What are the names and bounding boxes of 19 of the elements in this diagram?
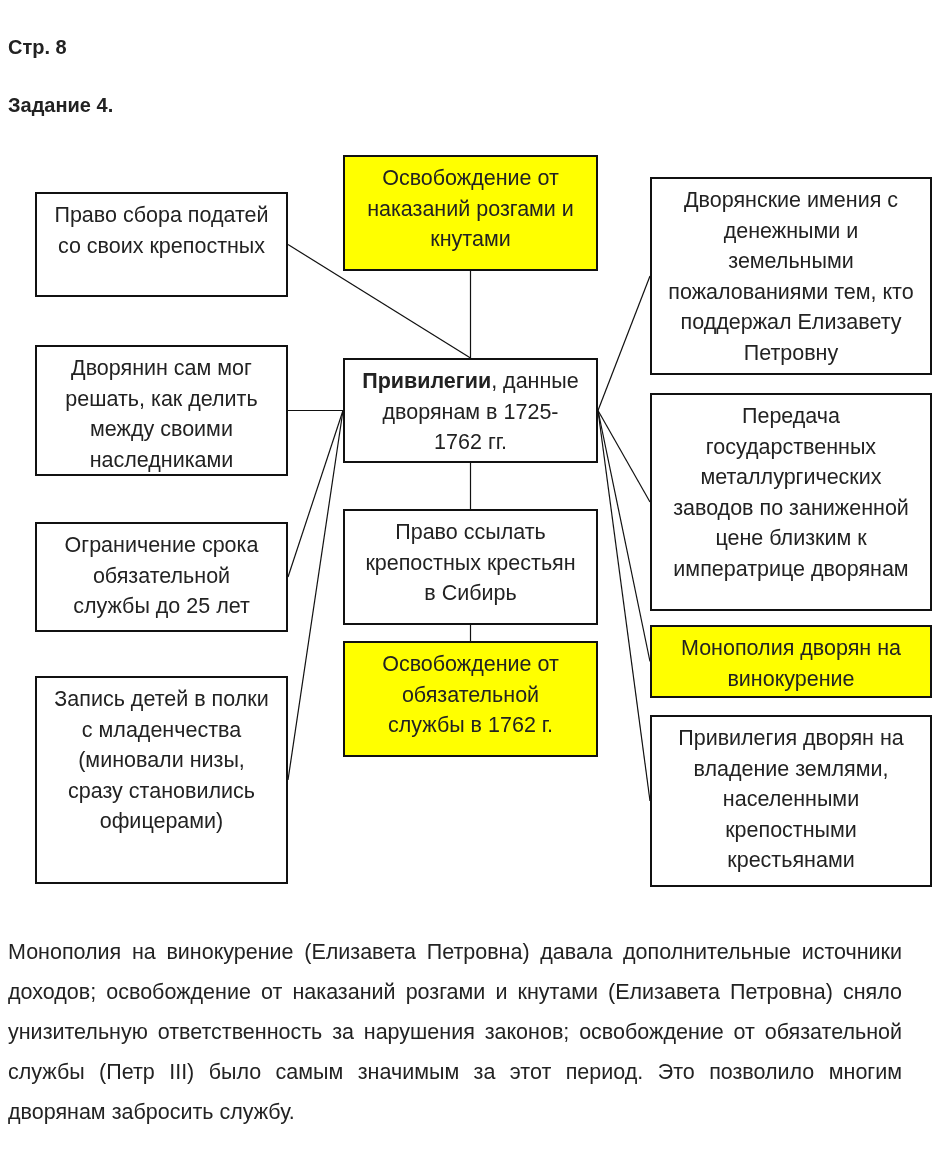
answer-paragraph: Монополия на винокурение (Елизавета Петровна) давала дополнительные источники доходов; освобождение от наказаний розгами и кнутами (Елизавета Петровна) сняло унизительную ответственность за нарушения законов; освобождение от обязательной службы (Петр III) было самым значимым за этот период. Это позволило многим дворянам забросить службу. — [8, 939, 902, 1126]
highlighted-box: Освобождение от наказаний розгами и кнутами — [343, 155, 598, 271]
connector-line — [469, 270, 472, 359]
text-box: Привилегия дворян на владение землями, населенными крепостными крестьянами — [650, 715, 932, 887]
text-box: Ограничение срока обязательной службы до 25 лет — [35, 522, 288, 632]
text-box: Передача государственных металлургических заводов по заниженной цене близким к императрице дворянам — [650, 393, 932, 611]
connector-line — [287, 243, 472, 359]
page-number: Стр. 8 — [8, 35, 68, 60]
text-box: Право ссылать крепостных крестьян в Сибирь — [343, 509, 598, 625]
task-heading: Задание 4. — [8, 93, 115, 118]
connector-line — [287, 409, 344, 412]
text-box: Дворянин сам мог решать, как делить между своими наследниками — [35, 345, 288, 476]
connector-line — [469, 462, 472, 510]
text-box: Привилегии, данные дворянам в 1725-1762 гг. — [343, 358, 598, 463]
text-box: Дворянские имения с денежными и земельными пожалованиями тем, кто поддержал Елизавету Петровну — [650, 177, 932, 375]
text-box: Запись детей в полки с младенчества (миновали низы, сразу становились офицерами) — [35, 676, 288, 884]
text-box: Право сбора податей со своих крепостных — [35, 192, 288, 297]
highlighted-box: Монополия дворян на винокурение — [650, 625, 932, 698]
highlighted-box: Освобождение от обязательной службы в 1762 г. — [343, 641, 598, 757]
